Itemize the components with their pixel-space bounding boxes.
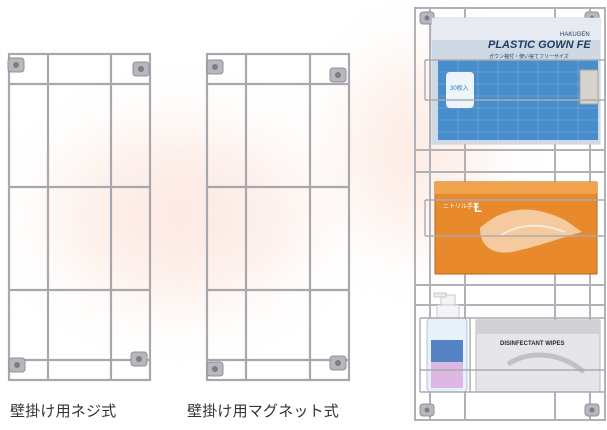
- magnet-mount-pads: [206, 59, 347, 377]
- gown-box-title: PLASTIC GOWN FE: [488, 39, 591, 51]
- wire-rack-screw-mount-icon: [7, 52, 152, 382]
- screw-mount-pads: [7, 57, 150, 373]
- wipes-box-title: DISINFECTANT WIPES: [500, 341, 565, 347]
- wire-rack-magnet-mount-icon: [205, 52, 351, 382]
- wire-rack-loaded-showcase: HAKUGEN PLASTIC GOWN FE ガウン袖付・使い捨てフリーサイズ…: [414, 7, 606, 421]
- gown-box-brand: HAKUGEN: [560, 32, 590, 38]
- caption-screw-mount: 壁掛け用ネジ式: [10, 402, 117, 420]
- glove-box-size: L: [474, 200, 482, 215]
- sanitizer-pump-bottle: [426, 292, 468, 393]
- gown-box-badge: 30枚入: [450, 84, 469, 92]
- gown-box: HAKUGEN PLASTIC GOWN FE ガウン袖付・使い捨てフリーサイズ…: [431, 17, 601, 145]
- glove-box-title: ニトリル手袋: [443, 202, 479, 210]
- wipes-box: DISINFECTANT WIPES: [475, 319, 601, 393]
- gown-box-subtitle: ガウン袖付・使い捨てフリーサイズ: [489, 53, 569, 60]
- caption-magnet-mount: 壁掛け用マグネット式: [187, 402, 340, 420]
- glove-box: ニトリル手袋 L: [434, 181, 598, 275]
